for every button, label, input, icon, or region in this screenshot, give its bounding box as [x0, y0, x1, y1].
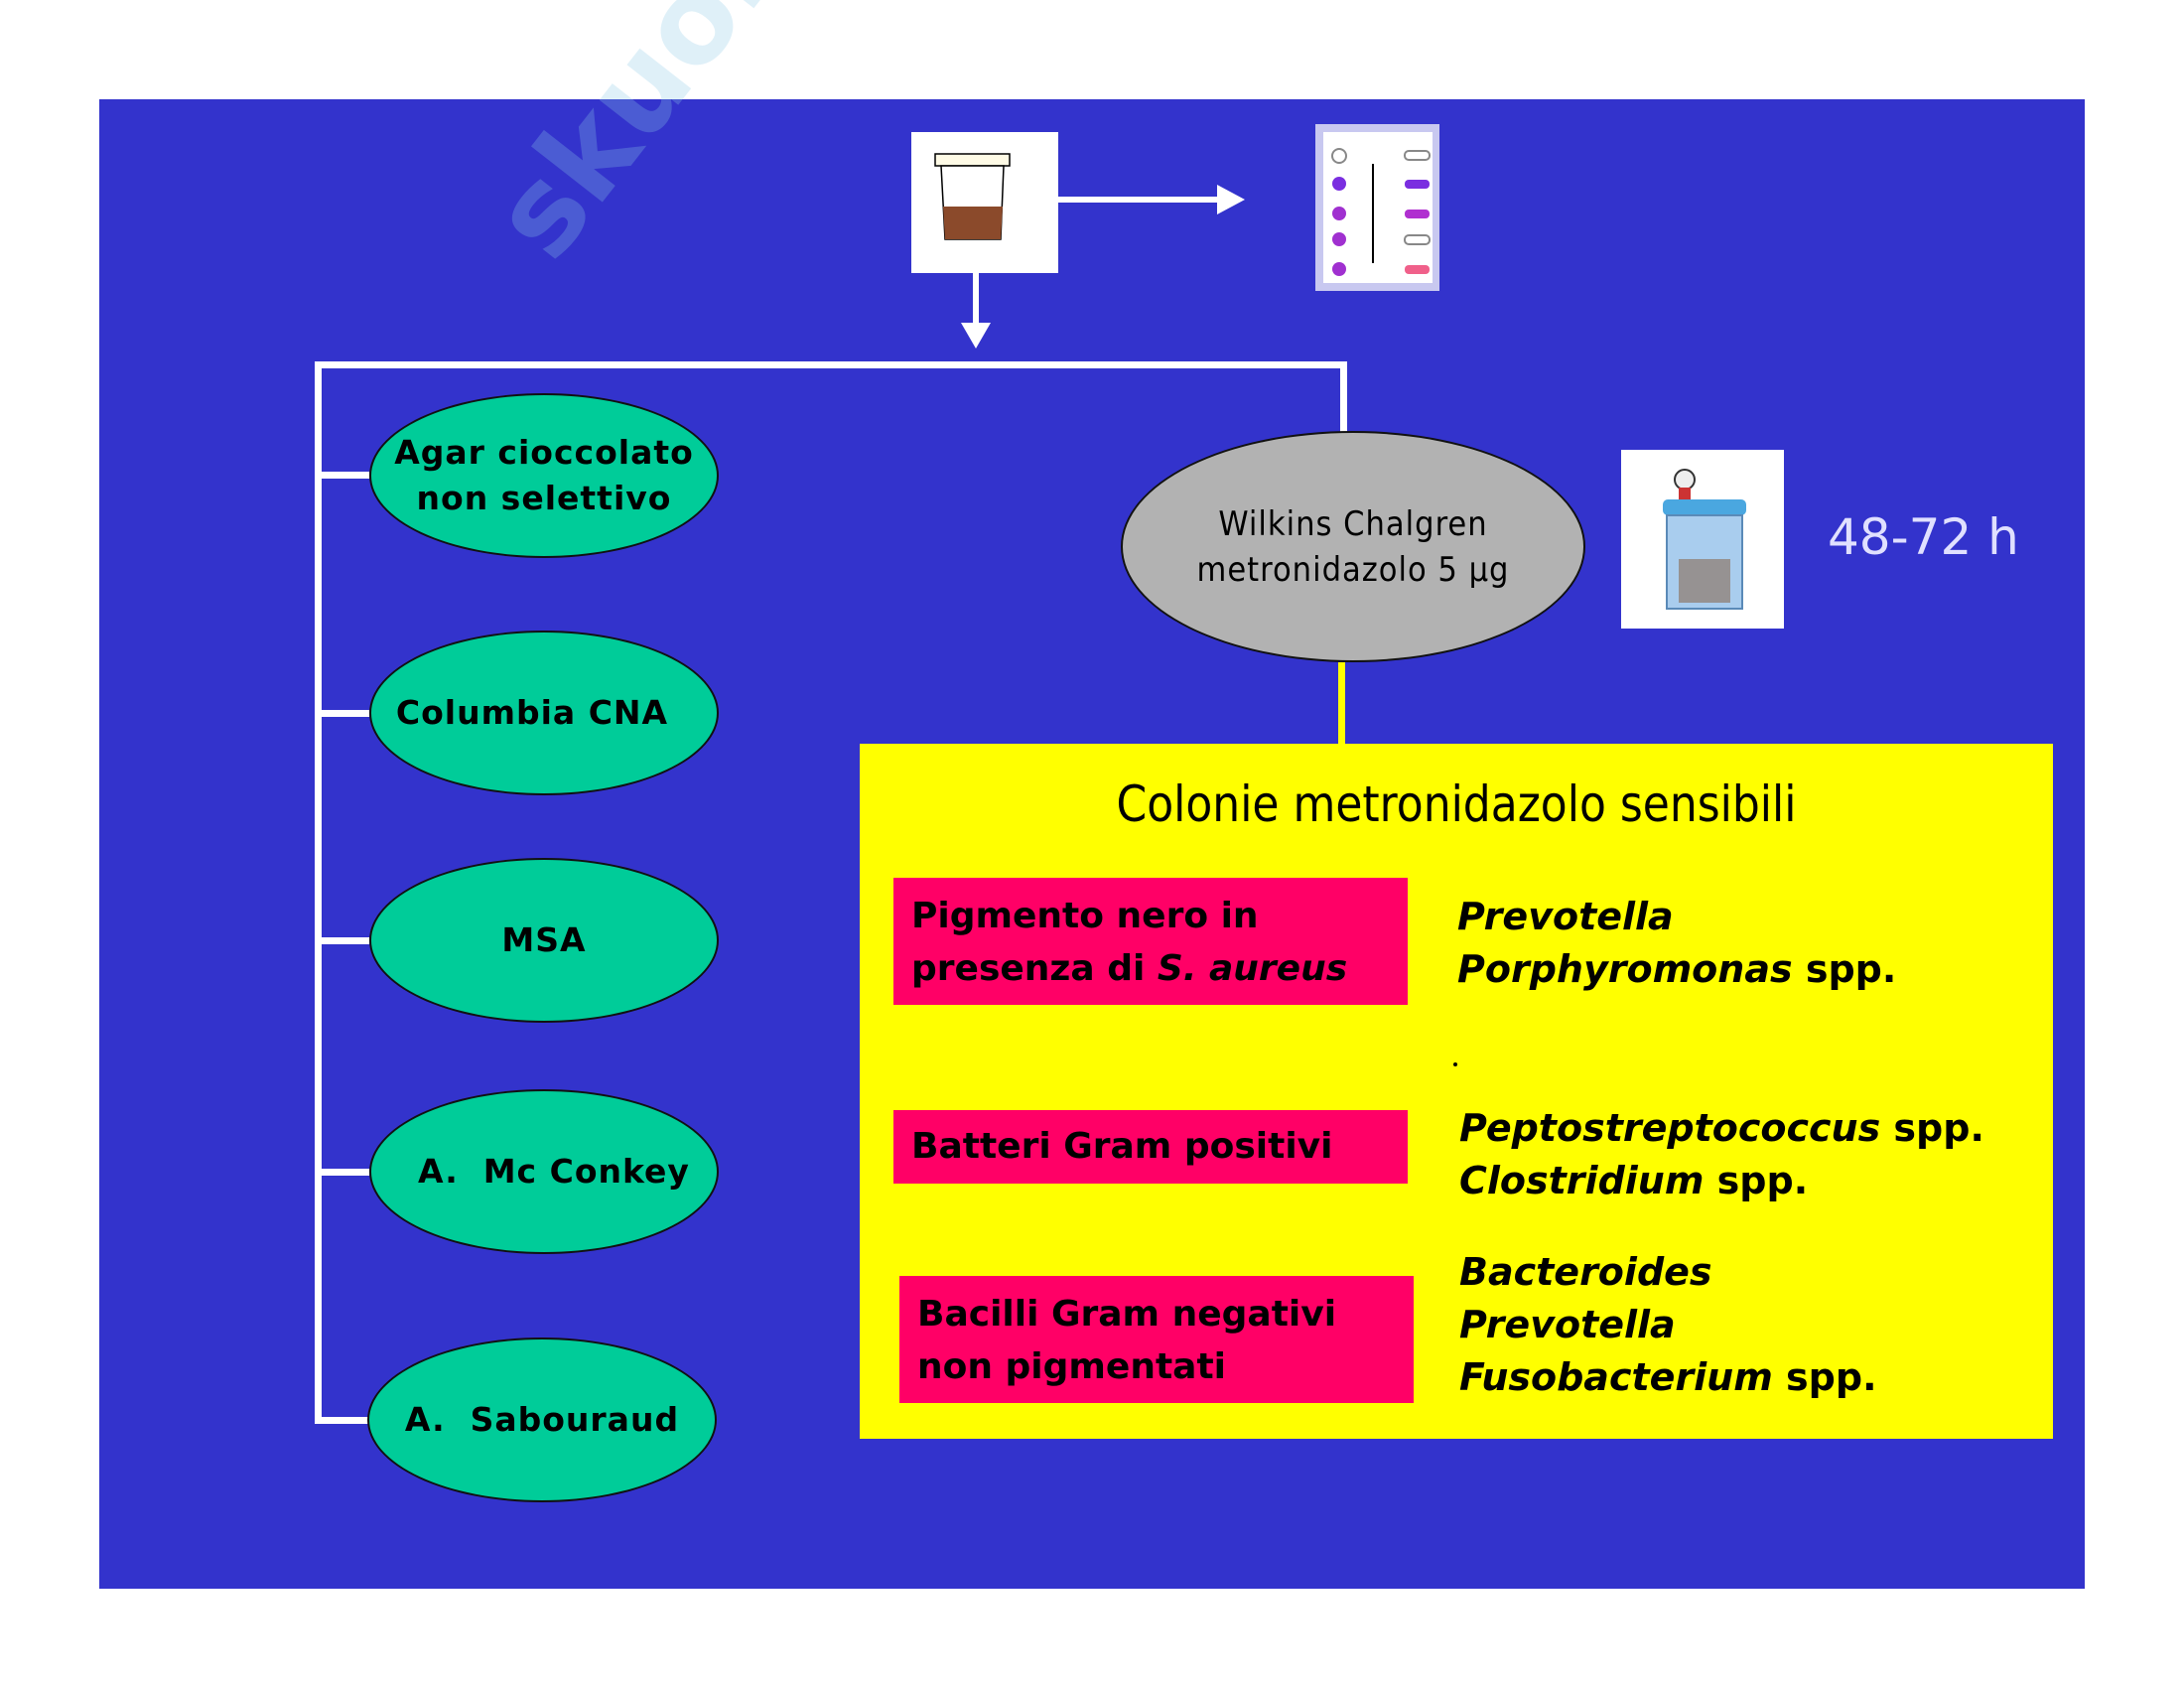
- organism-list-2: Peptostreptococcus spp. Clostridium spp.: [1459, 1102, 1984, 1207]
- medium-label: non selettivo: [416, 479, 672, 517]
- medium-agar-cioccolato: Agar cioccolato non selettivo: [369, 393, 719, 558]
- arrowhead-down-icon: [961, 323, 991, 349]
- connector-medium-1: [322, 472, 369, 479]
- specimen-container-icon: [934, 153, 1011, 240]
- organism-name: Porphyromonas: [1457, 947, 1793, 991]
- criterion-text: Batteri Gram positivi: [911, 1126, 1333, 1167]
- connector-medium-2: [322, 710, 369, 717]
- medium-label: A. Sabouraud: [404, 1400, 680, 1439]
- organism-list-1: Prevotella Porphyromonas spp.: [1457, 891, 1896, 996]
- medium-label: A. Mc Conkey: [418, 1152, 690, 1191]
- organism-name: Peptostreptococcus: [1459, 1106, 1881, 1150]
- criterion-italic-text: S. aureus: [1157, 948, 1348, 989]
- criterion-gram-positive: Batteri Gram positivi: [893, 1110, 1408, 1184]
- medium-msa: MSA: [369, 858, 719, 1023]
- organism-name: Prevotella: [1459, 1303, 1676, 1346]
- connector-medium-3: [322, 937, 369, 944]
- anaerobic-jar-image: [1621, 450, 1784, 629]
- anaerobic-jar-icon: [1663, 469, 1746, 610]
- stray-dot: [1453, 1062, 1457, 1066]
- medium-label: Agar cioccolato: [394, 433, 694, 472]
- results-title: Colonie metronidazolo sensibili: [1116, 775, 1797, 833]
- organism-suffix: spp.: [1792, 947, 1897, 991]
- connector-medium-4: [322, 1169, 369, 1176]
- organism-suffix: spp.: [1880, 1106, 1984, 1150]
- medium-wilkins-chalgren: Wilkins Chalgren metronidazolo 5 µg: [1121, 431, 1585, 662]
- branch-line-top: [315, 361, 1347, 368]
- connector-to-results: [1338, 662, 1345, 746]
- criterion-text: Bacilli Gram negativi: [917, 1294, 1337, 1335]
- wilkins-label-line1: Wilkins Chalgren: [1218, 503, 1488, 544]
- arrow-down-to-media: [973, 273, 979, 325]
- medium-label: Columbia CNA: [395, 693, 669, 732]
- criterion-text: Pigmento nero in: [911, 896, 1259, 936]
- wilkins-label-line2: metronidazolo 5 µg: [1196, 549, 1510, 590]
- organism-name: Bacteroides: [1459, 1250, 1712, 1294]
- results-panel: Colonie metronidazolo sensibili Pigmento…: [860, 744, 2053, 1439]
- sample-container-image: [911, 132, 1058, 273]
- organism-name: Clostridium: [1459, 1159, 1705, 1202]
- arrowhead-right-icon: [1217, 185, 1245, 214]
- gram-stain-chart: [1315, 124, 1439, 291]
- gram-stain-chart-icon: [1323, 132, 1433, 283]
- organism-suffix: spp.: [1704, 1159, 1809, 1202]
- organism-name: Fusobacterium: [1459, 1355, 1773, 1399]
- arrow-to-gram-stain: [1058, 197, 1222, 203]
- medium-sabouraud: A. Sabouraud: [367, 1337, 717, 1502]
- connector-medium-5: [322, 1417, 369, 1424]
- criterion-text: presenza di: [911, 948, 1158, 989]
- organism-suffix: spp.: [1772, 1355, 1877, 1399]
- organism-name: Prevotella: [1457, 895, 1674, 938]
- criterion-text: non pigmentati: [917, 1346, 1227, 1387]
- incubation-time: 48-72 h: [1828, 508, 2019, 566]
- branch-line-right: [1340, 361, 1347, 433]
- medium-mc-conkey: A. Mc Conkey: [369, 1089, 719, 1254]
- branch-line-left: [315, 361, 322, 1424]
- organism-list-3: Bacteroides Prevotella Fusobacterium spp…: [1459, 1246, 1877, 1404]
- medium-columbia-cna: Columbia CNA: [369, 631, 719, 795]
- criterion-gram-negative-bacilli: Bacilli Gram negativi non pigmentati: [899, 1276, 1414, 1403]
- criterion-black-pigment: Pigmento nero in presenza di S. aureus: [893, 878, 1408, 1005]
- medium-label: MSA: [501, 920, 587, 959]
